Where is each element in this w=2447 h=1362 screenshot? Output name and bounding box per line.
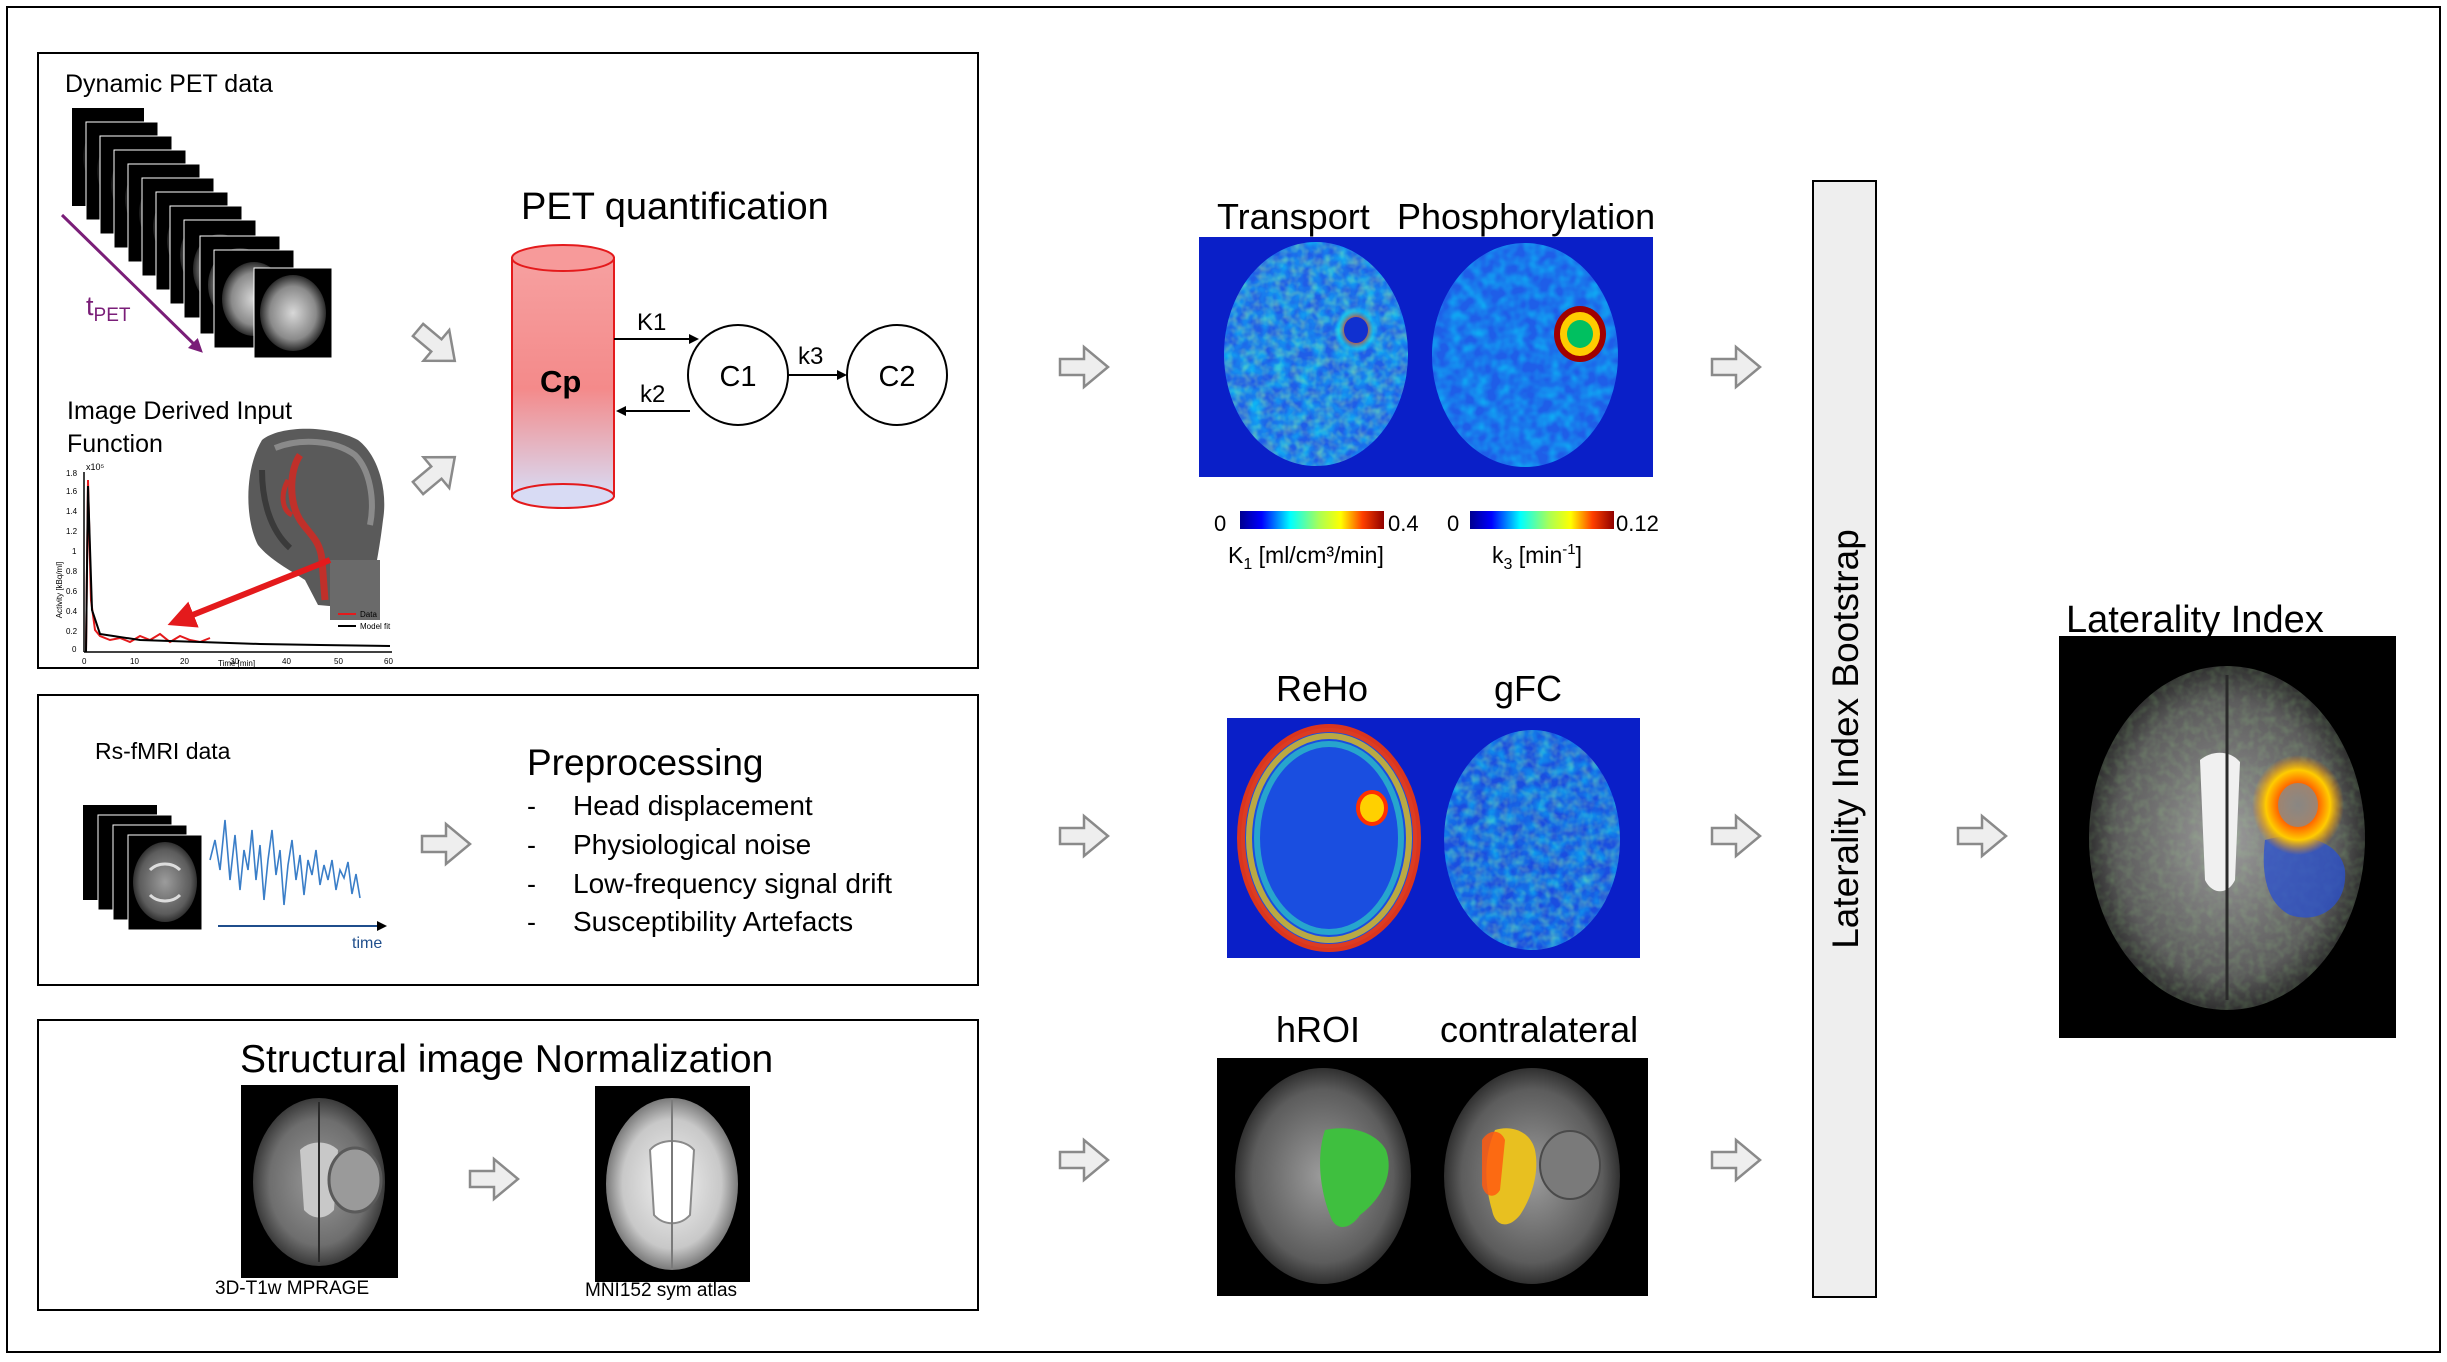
result-title: Laterality Index (2066, 599, 2324, 641)
reho-title: ReHo (1276, 668, 1368, 709)
svg-text:Data: Data (360, 610, 377, 619)
input-function-plot: x10⁵ 0 0.2 0.4 0.6 0.8 1 1.2 1.4 1.6 1.8… (55, 462, 393, 668)
svg-text:10: 10 (130, 657, 139, 666)
k3-unit-label: k3 [min-1] (1492, 541, 1582, 573)
svg-text:30: 30 (230, 657, 239, 666)
svg-text:0.2: 0.2 (66, 627, 78, 636)
flow-arrow-fmri-maps-to-bootstrap (1710, 814, 1762, 858)
fmri-frame-stack (83, 805, 203, 931)
flow-arrow-preproc-to-fmri-maps (1058, 814, 1110, 858)
k1-bar-min: 0 (1214, 511, 1226, 536)
svg-text:0.8: 0.8 (66, 567, 78, 576)
structural-title: Structural image Normalization (240, 1038, 773, 1081)
t-pet-label: tPET (86, 291, 131, 326)
preproc-title: Preprocessing (527, 742, 764, 783)
pet-panel: Dynamic PET data tPET Image Derived Inpu… (37, 52, 979, 669)
svg-text:-: - (527, 869, 536, 899)
bootstrap-bar (1812, 180, 1877, 1298)
time-arrow (60, 213, 203, 353)
svg-text:-: - (527, 830, 536, 860)
svg-text:60: 60 (384, 657, 393, 666)
rs-fmri-label: Rs-fMRI data (95, 738, 231, 764)
svg-text:0.4: 0.4 (66, 607, 78, 616)
preproc-step-head-displacement: Head displacement (573, 790, 813, 821)
flow-arrow-struct-to-roi (1058, 1138, 1110, 1182)
phosphorylation-title: Phosphorylation (1397, 196, 1655, 237)
flow-arrow-roi-to-bootstrap (1710, 1138, 1762, 1182)
k2-label: k2 (640, 381, 665, 408)
pet-frame-stack (72, 108, 333, 359)
svg-text:-: - (527, 791, 536, 821)
pet-maps: Transport Phosphorylation 0 0.4 K1 [ml/c… (1199, 196, 1659, 573)
structural-panel-frame (37, 1019, 979, 1311)
svg-text:x10⁵: x10⁵ (86, 462, 105, 472)
dynamic-pet-label: Dynamic PET data (65, 70, 273, 98)
structural-panel: Structural image Normalization 3D-T1w MP… (37, 1019, 979, 1311)
svg-text:Time [min]: Time [min] (218, 659, 255, 668)
k3-label: k3 (798, 343, 823, 370)
svg-text:50: 50 (334, 657, 343, 666)
fmri-maps: ReHo gFC (1227, 668, 1640, 958)
t1w-image (241, 1085, 398, 1278)
preproc-step-signal-drift: Low-frequency signal drift (573, 868, 892, 899)
k1-label: K1 (637, 309, 666, 336)
cp-cylinder: Cp (511, 244, 615, 509)
mni-atlas-image (595, 1086, 750, 1282)
result-blue-region (2263, 836, 2346, 918)
preproc-step-susceptibility: Susceptibility Artefacts (573, 906, 853, 937)
svg-text:40: 40 (282, 657, 291, 666)
svg-text:0.6: 0.6 (66, 587, 78, 596)
bootstrap-label: Laterality Index Bootstrap (1825, 529, 1866, 949)
svg-text:1.4: 1.4 (66, 507, 78, 516)
result-ventricle (2200, 752, 2240, 892)
k1-unit-label: K1 [ml/cm³/min] (1228, 542, 1384, 573)
svg-text:1.8: 1.8 (66, 469, 78, 478)
svg-text:0: 0 (82, 657, 87, 666)
k1-colorbar (1240, 511, 1384, 529)
time-axis-label: time (352, 935, 382, 952)
quant-title: PET quantification (521, 186, 829, 228)
transport-title: Transport (1217, 196, 1370, 237)
cp-label: Cp (540, 364, 581, 399)
svg-text:20: 20 (180, 657, 189, 666)
c2-label: C2 (878, 361, 915, 393)
bold-timeseries (209, 819, 361, 906)
laterality-result: Laterality Index (2059, 599, 2396, 1038)
preproc-step-physiological-noise: Physiological noise (573, 829, 811, 860)
roi-maps: hROI contralateral (1217, 1009, 1648, 1296)
idif-arrow (167, 557, 332, 628)
hroi-mask (1320, 1128, 1389, 1228)
c2-compartment (846, 324, 948, 426)
k1-bar-max: 0.4 (1388, 511, 1419, 536)
flow-arrow-bootstrap-to-result (1956, 814, 2008, 858)
reho-map-brain (1241, 728, 1417, 948)
svg-text:0: 0 (72, 645, 77, 654)
svg-text:Model fit: Model fit (360, 622, 391, 631)
svg-text:-: - (527, 907, 536, 937)
k3-colorbar (1470, 511, 1614, 529)
mni-label: MNI152 sym atlas (585, 1280, 737, 1301)
head-render (248, 428, 385, 620)
contralateral-title: contralateral (1440, 1009, 1638, 1050)
outer-frame (6, 6, 2441, 1353)
k3-bar-max: 0.12 (1616, 511, 1659, 536)
c1-label: C1 (719, 361, 756, 393)
idif-label-line2: Function (67, 430, 163, 458)
hroi-title: hROI (1276, 1009, 1360, 1050)
svg-text:1.6: 1.6 (66, 487, 78, 496)
svg-text:Activity [kBq/ml]: Activity [kBq/ml] (55, 562, 64, 618)
idif-label-line1: Image Derived Input (67, 397, 292, 425)
t1w-label: 3D-T1w MPRAGE (215, 1278, 369, 1299)
pet-panel-frame (37, 52, 979, 669)
fmri-panel: Rs-fMRI data time Preprocessing - Head d… (37, 694, 979, 986)
flow-arrow-quant-to-pet-maps (1058, 345, 1110, 389)
svg-text:1.2: 1.2 (66, 527, 78, 536)
k3-bar-min: 0 (1447, 511, 1459, 536)
gfc-title: gFC (1494, 668, 1562, 709)
flow-arrow-pet-maps-to-bootstrap (1710, 345, 1762, 389)
svg-text:1: 1 (72, 547, 77, 556)
